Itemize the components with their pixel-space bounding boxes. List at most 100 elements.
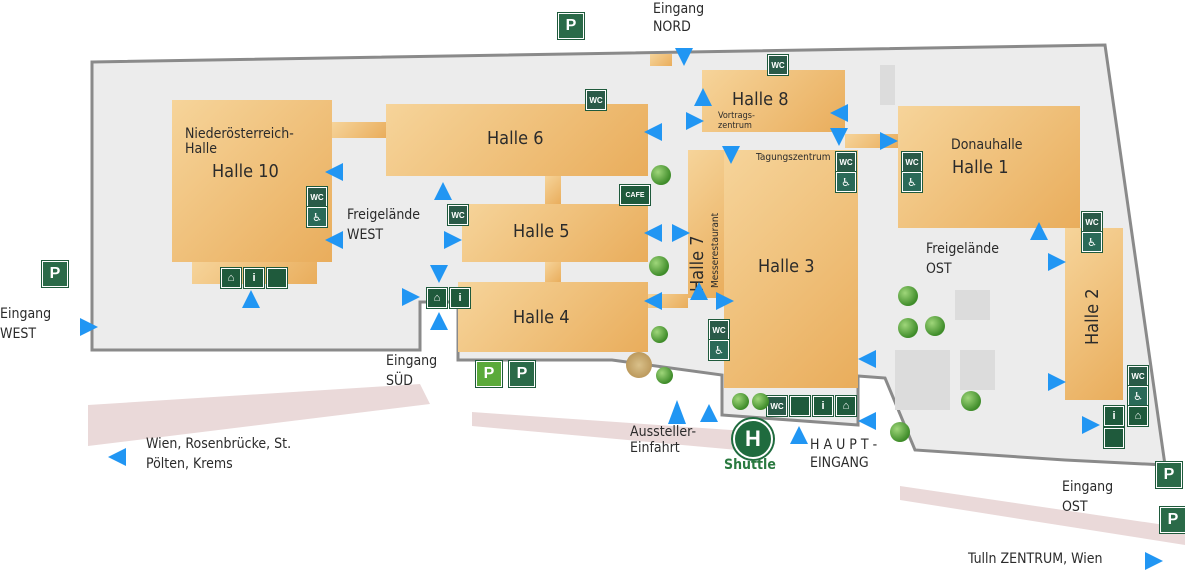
- screen-ost-icon[interactable]: [1104, 428, 1124, 448]
- arrow-hall8-east: [830, 104, 848, 122]
- hall-10-name-line1: Niederösterreich-: [185, 126, 294, 142]
- arrow-sued-3: [430, 312, 448, 330]
- road-west: [88, 384, 430, 446]
- small-building-nord: [650, 54, 672, 66]
- hall-1[interactable]: [898, 106, 1080, 228]
- wc-hall10-icon[interactable]: WC: [307, 187, 327, 207]
- wc-hall8-icon[interactable]: WC: [768, 55, 788, 75]
- info-ost-icon[interactable]: i: [1104, 406, 1124, 426]
- info-sued-icon[interactable]: i: [450, 288, 470, 308]
- donauhalle-label: Donauhalle: [951, 137, 1023, 153]
- connector-6-5: [545, 176, 561, 204]
- arrow-hall2-west-1: [1048, 253, 1066, 271]
- wc-ost-icon[interactable]: WC: [1128, 366, 1148, 386]
- arrow-tagung: [722, 146, 740, 164]
- arrow-hall8-connector: [830, 128, 848, 146]
- parking-accessible-sued-icon[interactable]: P: [509, 361, 535, 387]
- messerestaurant-label: Messerestaurant: [710, 212, 721, 288]
- tree: [649, 256, 669, 276]
- haupteingang-line2: EINGANG: [810, 455, 869, 471]
- arrow-hall6-south: [434, 182, 452, 200]
- arrow-hall8-west: [686, 112, 704, 130]
- shuttle-helipad-icon[interactable]: H: [733, 419, 773, 459]
- arrow-aussteller-1: [668, 400, 686, 424]
- cafe-icon[interactable]: CAFE: [620, 185, 650, 205]
- hall-10[interactable]: [172, 100, 332, 262]
- parking-accessible-ost-icon[interactable]: P: [1160, 507, 1185, 533]
- wc-hall2-icon[interactable]: WC: [1082, 212, 1102, 232]
- wheelchair-tagung-icon[interactable]: ♿: [836, 172, 856, 192]
- cloakroom-hall10-icon[interactable]: ⌂: [221, 268, 241, 288]
- hall-3-label: Halle 3: [758, 256, 815, 277]
- haupteingang-line1: H A U P T -: [810, 437, 878, 453]
- freigelaende-ost-line2: OST: [926, 261, 952, 277]
- freigelaende-ost-line1: Freigelände: [926, 241, 1000, 257]
- wheelchair-hall3-icon[interactable]: ♿: [709, 340, 729, 360]
- hall-7[interactable]: [688, 150, 724, 298]
- connector-10-6: [332, 122, 386, 138]
- wc-haupteingang-icon[interactable]: WC: [767, 396, 787, 416]
- arrow-hall10-east-1: [325, 163, 343, 181]
- cloakroom-haupt-icon[interactable]: ⌂: [836, 396, 856, 416]
- hall-4[interactable]: [458, 282, 648, 352]
- hall-10-label: Halle 10: [212, 161, 279, 182]
- east-lot-2: [895, 350, 950, 410]
- aussteller-einfahrt-line1: Aussteller-: [630, 424, 696, 440]
- eingang-ost-line2: OST: [1062, 499, 1088, 515]
- arrow-ost-entrance: [1082, 416, 1100, 434]
- info-hall10-icon[interactable]: i: [244, 268, 264, 288]
- arrow-haupteingang: [790, 426, 808, 444]
- arrow-sued-1: [430, 265, 448, 283]
- tree: [651, 326, 668, 343]
- info-haupt-icon[interactable]: i: [813, 396, 833, 416]
- wheelchair-hall10-icon[interactable]: ♿: [307, 207, 327, 227]
- connector-5-4: [545, 262, 561, 282]
- shuttle-label: Shuttle: [724, 457, 776, 473]
- arrow-hall2-west-2: [1048, 373, 1066, 391]
- parking-ev-sued-icon[interactable]: P: [476, 361, 502, 387]
- eingang-nord-line1: Eingang: [653, 1, 705, 17]
- direction-wien-line1: Wien, Rosenbrücke, St.: [146, 436, 292, 452]
- wc-west-icon[interactable]: WC: [448, 205, 468, 225]
- wheelchair-ost-icon[interactable]: ♿: [1128, 386, 1148, 406]
- hall-6[interactable]: [386, 104, 648, 176]
- road-east: [900, 486, 1185, 545]
- screen-haupt-icon[interactable]: [790, 396, 810, 416]
- hall-2[interactable]: [1065, 228, 1123, 400]
- wheelchair-hall2-icon[interactable]: ♿: [1082, 232, 1102, 252]
- hall-2-label: Halle 2: [1082, 288, 1103, 345]
- arrow-hall1-west: [880, 132, 898, 150]
- parking-west-icon[interactable]: P: [42, 261, 68, 287]
- wheelchair-hall1-icon[interactable]: ♿: [902, 172, 922, 192]
- direction-tulln: Tulln ZENTRUM, Wien: [968, 551, 1103, 567]
- hall-8[interactable]: [702, 70, 845, 132]
- parking-ost-icon[interactable]: P: [1156, 462, 1182, 488]
- sculpture-icon: [626, 352, 652, 378]
- eingang-nord-line2: NORD: [653, 19, 691, 35]
- wc-hall1-icon[interactable]: WC: [902, 152, 922, 172]
- arrow-haupt-east: [858, 412, 876, 430]
- screen-hall10-icon[interactable]: [267, 268, 287, 288]
- eingang-sued-line2: SÜD: [386, 373, 413, 389]
- wc-tagung-icon[interactable]: WC: [836, 152, 856, 172]
- arrow-direction-wien: [108, 448, 126, 466]
- cloakroom-sued-icon[interactable]: ⌂: [427, 288, 447, 308]
- vortragszentrum-label: Vortrags- zentrum: [718, 111, 755, 131]
- east-lot-4: [880, 65, 895, 105]
- road-south: [472, 412, 760, 452]
- parking-nord-icon[interactable]: P: [558, 13, 584, 39]
- aussteller-einfahrt-line2: Einfahrt: [630, 440, 680, 456]
- hall-5[interactable]: [462, 204, 648, 262]
- cloakroom-ost-icon[interactable]: ⌂: [1128, 406, 1148, 426]
- hall-6-label: Halle 6: [487, 128, 544, 149]
- tree: [732, 393, 749, 410]
- tree: [651, 165, 671, 185]
- wc-hall3-icon[interactable]: WC: [709, 320, 729, 340]
- arrow-hall7-south: [690, 282, 708, 300]
- hall-8-label: Halle 8: [732, 89, 789, 110]
- wc-hall6-icon[interactable]: WC: [586, 90, 606, 110]
- arrow-hall3-west: [716, 292, 734, 310]
- arrow-sued-2: [402, 288, 420, 306]
- hall-3[interactable]: [724, 150, 858, 388]
